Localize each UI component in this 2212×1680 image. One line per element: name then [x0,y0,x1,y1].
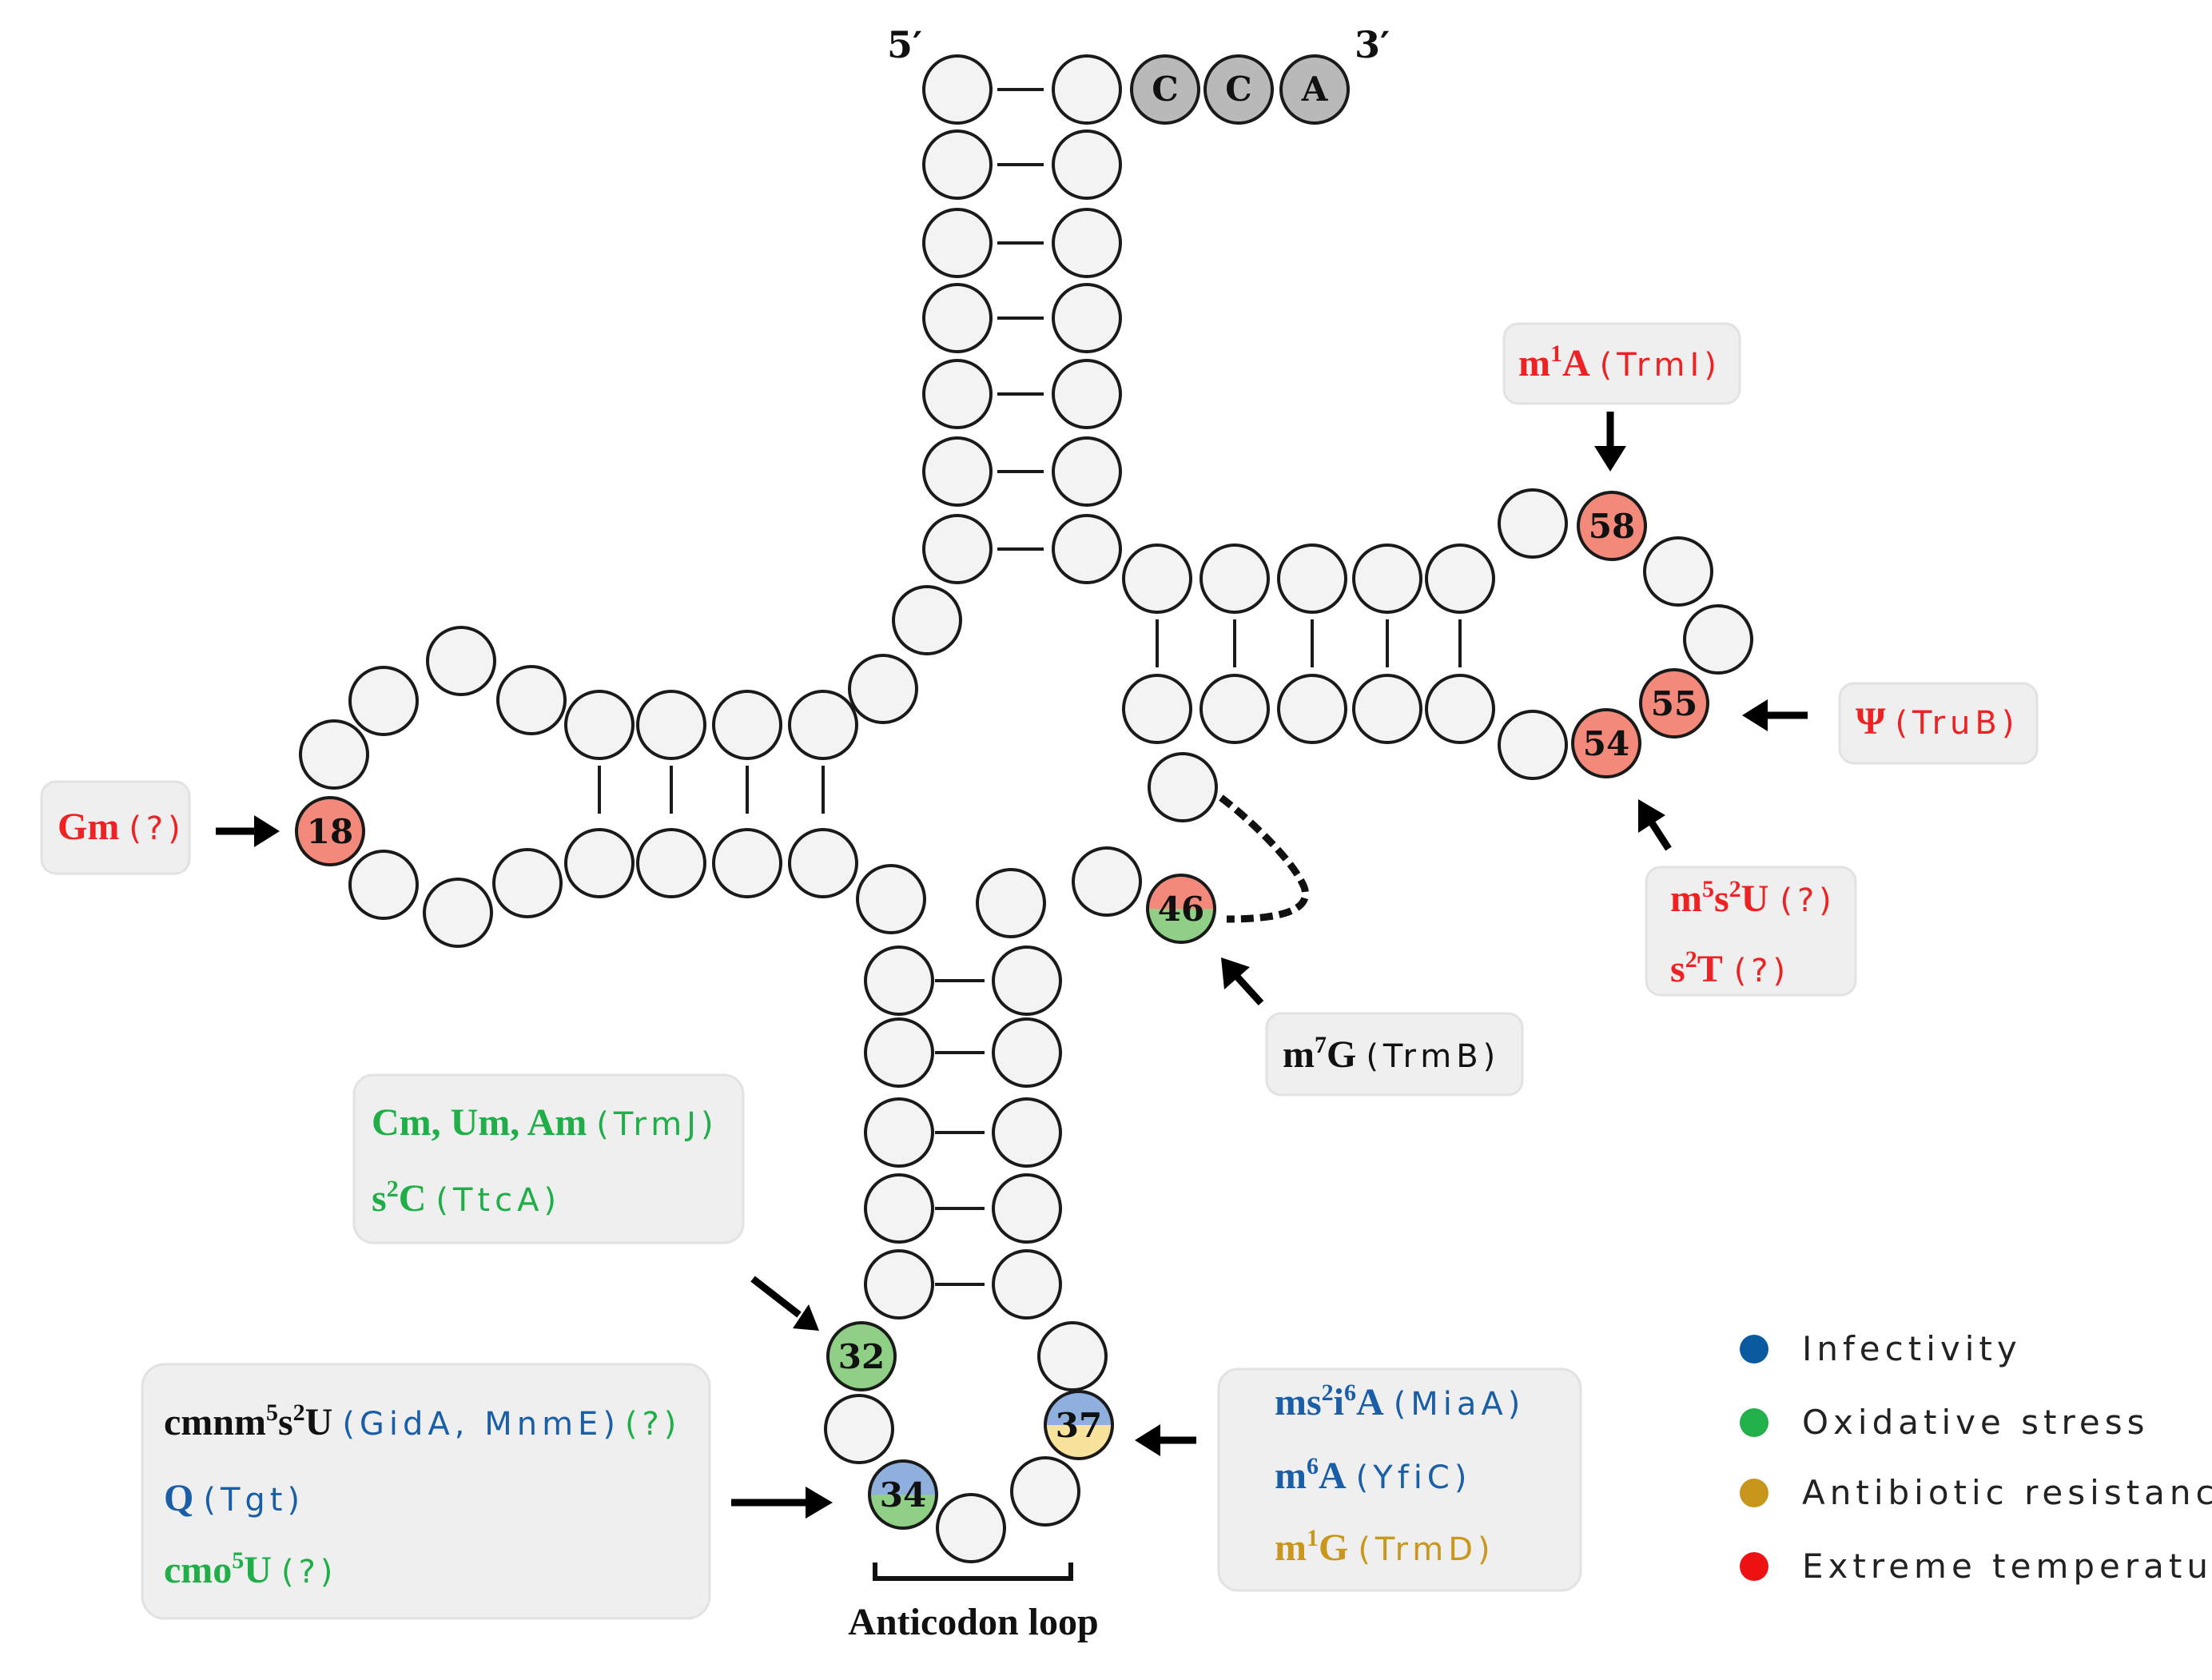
svg-text:18: 18 [307,812,353,851]
label-m5s2u-s2t: m5s2U(?) s2T(?) [1645,866,1857,997]
legend-dot-antibiotic [1740,1479,1768,1507]
svg-text:46: 46 [1158,890,1204,929]
svg-text:m1A(TrmI): m1A(TrmI) [1518,340,1721,384]
svg-text:s2C(TtcA): s2C(TtcA) [372,1176,561,1220]
nucleotides [299,54,1753,1563]
position-54 [1571,708,1641,778]
svg-text:m6A(YfiC): m6A(YfiC) [1275,1453,1471,1497]
svg-text:m7G(TrmB): m7G(TrmB) [1283,1032,1500,1076]
position-37: 37 [1044,1390,1114,1460]
anticodon-bracket [873,1563,1073,1581]
label-trmj-ttca: Cm, Um, Am(TrmJ) s2C(TtcA) [352,1073,745,1244]
svg-text:cmo5U(?): cmo5U(?) [164,1547,337,1591]
svg-text:Q(Tgt): Q(Tgt) [164,1477,304,1519]
label-psi: Ψ(TruB) [1838,682,2039,765]
position-46: 46 [1146,874,1216,944]
legend-dot-oxidative [1740,1408,1768,1437]
svg-text:Cm, Um, Am(TrmJ): Cm, Um, Am(TrmJ) [372,1101,718,1144]
legend-label-temperature: Extreme temperatures [1802,1547,2212,1586]
label-m1a: m1A(TrmI) [1502,322,1741,405]
svg-text:s2T(?): s2T(?) [1670,946,1790,990]
five-prime-label: 5′ [887,23,922,66]
anticodon-loop-label: Anticodon loop [848,1601,1098,1643]
legend-label-antibiotic: Antibiotic resistance [1802,1473,2212,1512]
position-32 [826,1321,897,1391]
tertiary-interaction-dash [1219,794,1309,923]
svg-text:58: 58 [1589,507,1635,546]
three-prime-label: 3′ [1355,23,1390,66]
svg-text:54: 54 [1583,724,1629,763]
svg-text:55: 55 [1651,684,1697,723]
svg-text:cmnm5s2U(GidA, MnmE)(?): cmnm5s2U(GidA, MnmE)(?) [164,1399,681,1443]
label-gm: Gm(?) [40,780,191,875]
legend-dot-temperature [1740,1552,1768,1581]
position-18 [295,796,365,866]
svg-text:ms2i6A(MiaA): ms2i6A(MiaA) [1275,1379,1525,1423]
svg-text:32: 32 [838,1337,885,1376]
arrows [216,412,1808,1519]
cca-c1: C [1152,70,1178,109]
label-m7g: m7G(TrmB) [1265,1012,1524,1097]
svg-text:Gm(?): Gm(?) [58,806,185,848]
position-58 [1577,491,1647,561]
svg-text:34: 34 [880,1475,926,1515]
legend-dot-infectivity [1740,1335,1768,1364]
svg-text:m1G(TrmD): m1G(TrmD) [1275,1525,1495,1569]
modified-nucleotides: 18 32 34 37 46 [295,491,1709,1530]
base-pair-lines [598,88,1462,1286]
legend: Infectivity Oxidative stress Antibiotic … [1740,1329,2212,1586]
position-34: 34 [868,1459,938,1530]
legend-label-oxidative: Oxidative stress [1802,1403,2149,1442]
cca-tail: C C A [1130,54,1350,125]
label-cmnm-q-cmo: cmnm5s2U(GidA, MnmE)(?) Q(Tgt) cmo5U(?) [141,1363,711,1620]
cca-a: A [1301,70,1329,109]
legend-label-infectivity: Infectivity [1802,1329,2022,1368]
position-55 [1639,668,1709,738]
svg-text:Ψ(TruB): Ψ(TruB) [1856,700,2019,742]
label-ms2i6a-m6a-m1g: ms2i6A(MiaA) m6A(YfiC) m1G(TrmD) [1217,1367,1582,1592]
cca-c2: C [1225,70,1251,109]
svg-text:37: 37 [1056,1406,1102,1445]
svg-text:m5s2U(?): m5s2U(?) [1670,876,1836,920]
